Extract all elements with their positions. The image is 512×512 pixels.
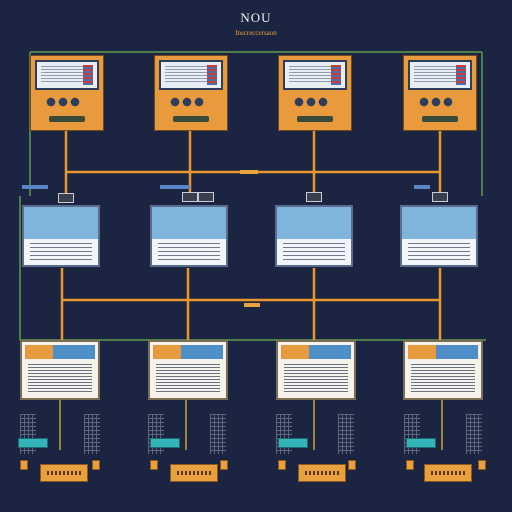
document-panel-2[interactable] [148, 340, 228, 400]
console-screen [408, 60, 472, 90]
panel-text-lines [158, 243, 220, 261]
console-base [49, 116, 85, 122]
connector-tag [432, 192, 448, 202]
bus-label-lower [244, 303, 260, 307]
document-header [25, 345, 95, 359]
connector-tag [198, 192, 214, 202]
console-base [297, 116, 333, 122]
server-rack-icon [404, 414, 420, 454]
mid-to-low-wires [60, 268, 442, 342]
sensor-icon [220, 460, 228, 470]
panel-header [152, 207, 226, 239]
server-rack-icon [84, 414, 100, 454]
control-knobs [418, 96, 458, 108]
diagram-subtitle: Inscreccersaon [235, 29, 277, 37]
sensor-icon [348, 460, 356, 470]
console-base [422, 116, 458, 122]
diagram-title: NOU [240, 10, 272, 25]
low-to-device-wires [59, 400, 443, 450]
panel-header [277, 207, 351, 239]
control-knobs [45, 96, 85, 108]
panel-text-lines [30, 243, 92, 261]
sensor-icon [278, 460, 286, 470]
server-rack-icon [210, 414, 226, 454]
document-text-lines [284, 364, 348, 394]
document-panel-4[interactable] [403, 340, 483, 400]
connector-tag [58, 193, 74, 203]
console-screen [283, 60, 347, 90]
console-unit-3[interactable] [278, 55, 352, 131]
panel-header [402, 207, 476, 239]
document-text-lines [156, 364, 220, 394]
tag-label [160, 185, 190, 189]
bus-label-upper [240, 170, 258, 174]
edge-device-2[interactable] [170, 464, 218, 482]
sensor-icon [92, 460, 100, 470]
sensor-icon [20, 460, 28, 470]
panel-header [24, 207, 98, 239]
sensor-icon [406, 460, 414, 470]
document-header [153, 345, 223, 359]
document-text-lines [411, 364, 475, 394]
console-unit-2[interactable] [154, 55, 228, 131]
document-text-lines [28, 364, 92, 394]
connector-tag [306, 192, 322, 202]
control-knobs [293, 96, 333, 108]
top-to-mid-wires [64, 128, 442, 198]
panel-unit-1[interactable] [22, 205, 100, 267]
switch-device-icon[interactable] [150, 438, 180, 448]
document-panel-3[interactable] [276, 340, 356, 400]
edge-device-1[interactable] [40, 464, 88, 482]
panel-text-lines [408, 243, 470, 261]
panel-unit-3[interactable] [275, 205, 353, 267]
panel-unit-4[interactable] [400, 205, 478, 267]
edge-device-3[interactable] [298, 464, 346, 482]
server-rack-icon [20, 414, 36, 454]
console-base [173, 116, 209, 122]
connector-tag [182, 192, 198, 202]
document-panel-1[interactable] [20, 340, 100, 400]
switch-device-icon[interactable] [18, 438, 48, 448]
console-unit-1[interactable] [30, 55, 104, 131]
document-header [281, 345, 351, 359]
panel-text-lines [283, 243, 345, 261]
server-rack-icon [338, 414, 354, 454]
document-header [408, 345, 478, 359]
console-screen [35, 60, 99, 90]
sensor-icon [150, 460, 158, 470]
tag-label [414, 185, 430, 189]
console-unit-4[interactable] [403, 55, 477, 131]
switch-device-icon[interactable] [406, 438, 436, 448]
sensor-icon [478, 460, 486, 470]
switch-device-icon[interactable] [278, 438, 308, 448]
server-rack-icon [148, 414, 164, 454]
tag-label [22, 185, 48, 189]
console-screen [159, 60, 223, 90]
edge-device-4[interactable] [424, 464, 472, 482]
server-rack-icon [466, 414, 482, 454]
server-rack-icon [276, 414, 292, 454]
control-knobs [169, 96, 209, 108]
panel-unit-2[interactable] [150, 205, 228, 267]
